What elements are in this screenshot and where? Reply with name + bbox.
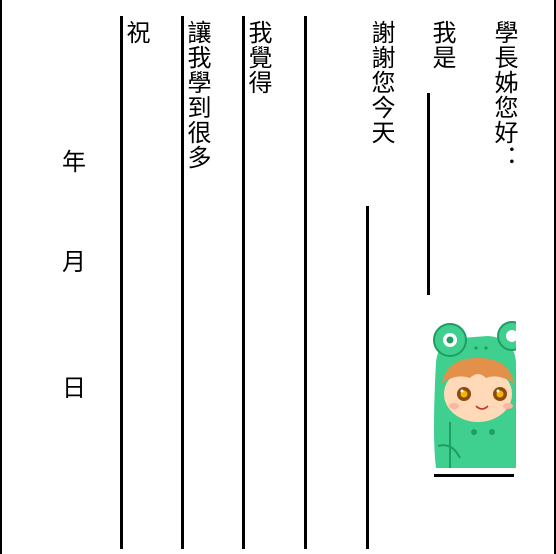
column-rule-4 bbox=[304, 16, 307, 549]
introduction-text: 我是 bbox=[428, 20, 456, 70]
sticker-underline bbox=[434, 474, 514, 477]
frog-hood-child-icon bbox=[430, 318, 516, 474]
column-rule-2 bbox=[181, 16, 184, 549]
column-rule-6 bbox=[427, 93, 430, 295]
frame-right-border bbox=[554, 0, 556, 554]
column-rule-5 bbox=[366, 206, 369, 549]
frame-left-border bbox=[0, 0, 2, 554]
learned-text: 讓我學到很多 bbox=[183, 20, 211, 170]
date-year-label: 年 bbox=[62, 148, 86, 176]
feeling-text: 我覺得 bbox=[244, 20, 272, 95]
date-month-label: 月 bbox=[62, 248, 86, 276]
blessing-text: 祝 bbox=[122, 20, 150, 45]
column-rule-3 bbox=[242, 16, 245, 549]
greeting-text: 學長姊您好： bbox=[490, 20, 518, 170]
column-rule-1 bbox=[120, 16, 123, 549]
thanks-text: 謝謝您今天 bbox=[367, 20, 395, 145]
date-day-label: 日 bbox=[62, 374, 86, 402]
